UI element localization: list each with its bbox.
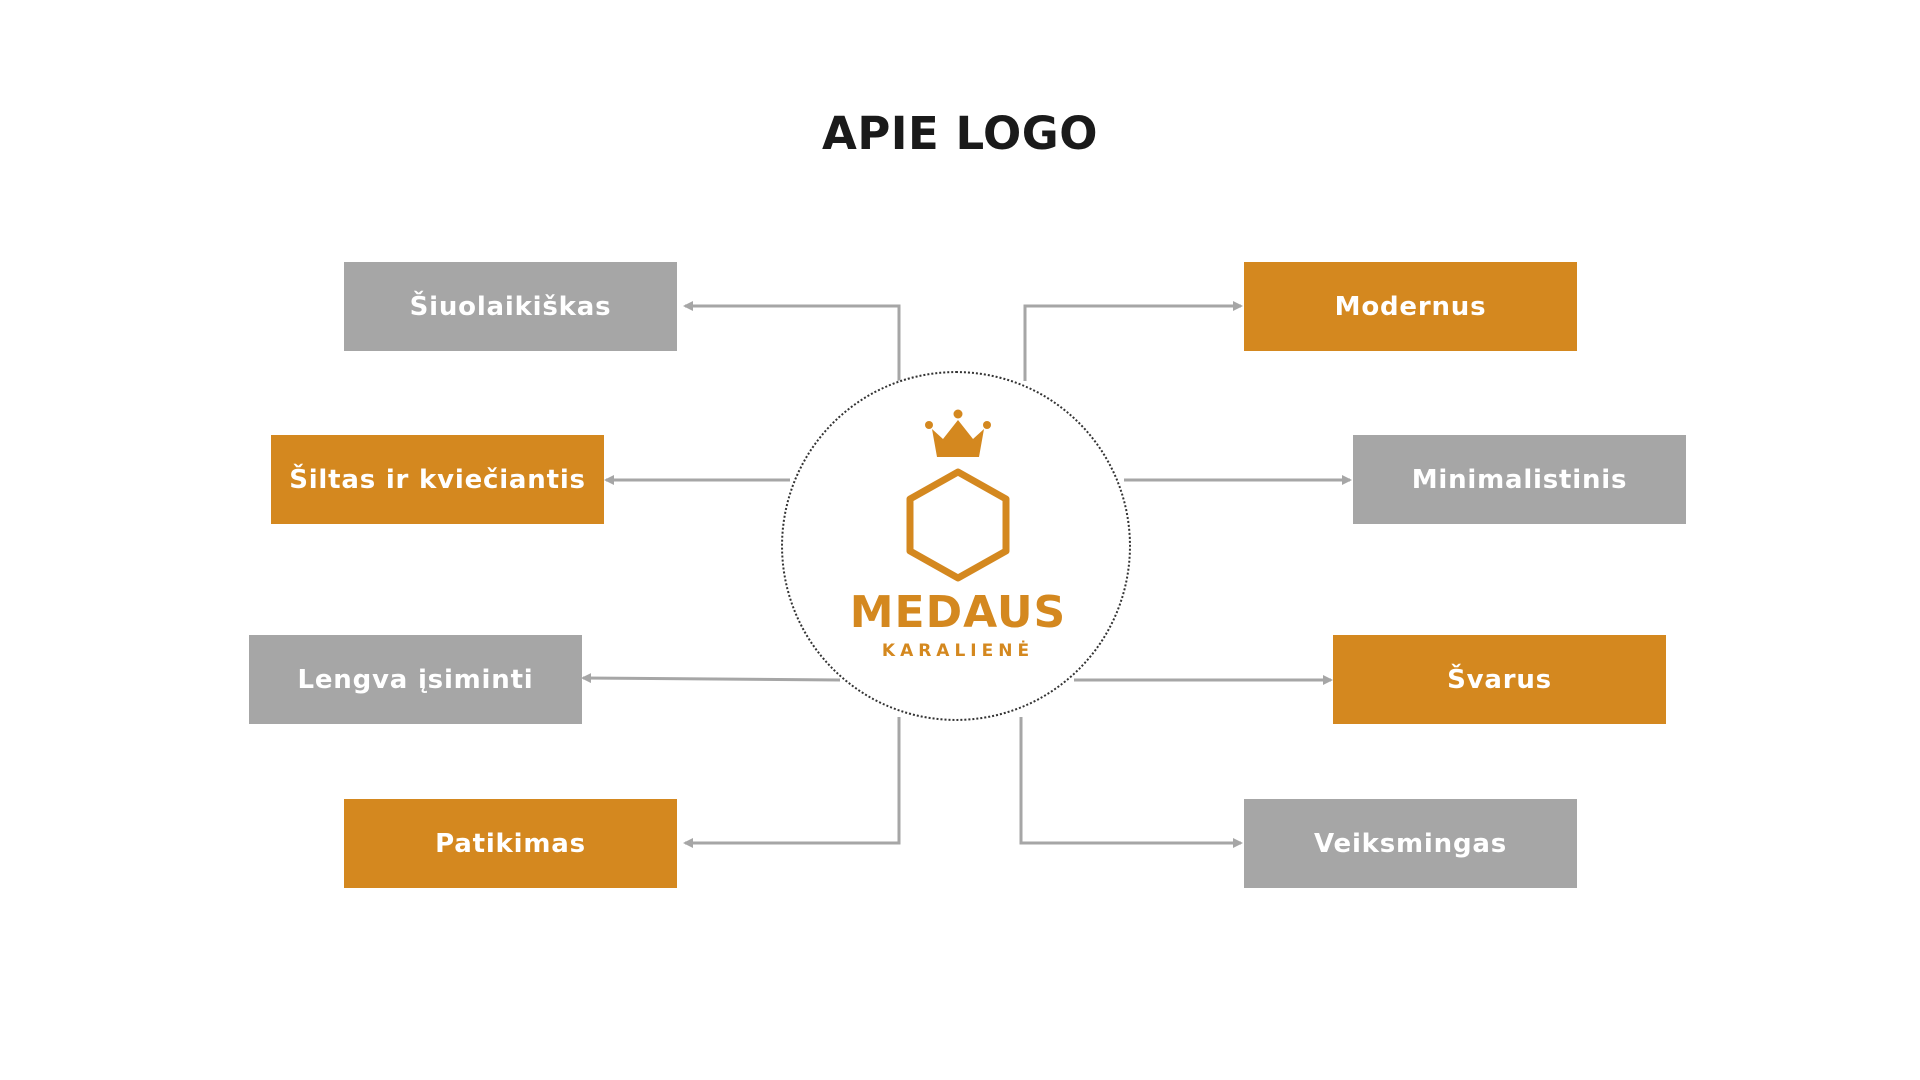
connector-veiksmingas [1019,717,1243,848]
node-minimalistinis: Minimalistinis [1353,435,1686,524]
node-svarus: Švarus [1333,635,1666,724]
connector-modernus [1023,301,1243,381]
node-modernus: Modernus [1244,262,1577,351]
node-patikimas: Patikimas [344,799,677,888]
node-siltas-ir-kvieciantis: Šiltas ir kviečiantis [271,435,604,524]
node-veiksmingas: Veiksmingas [1244,799,1577,888]
connector-patikimas [683,717,901,848]
logo-subtitle: KARALIENĖ [881,641,1035,661]
logo-hub: MEDAUS KARALIENĖ [781,371,1131,721]
page-title: APIE LOGO [822,107,1098,160]
connector-lengva [581,673,841,684]
node-lengva-isiminti: Lengva įsiminti [249,635,582,724]
crown-hexagon-logo-icon [906,409,1010,582]
logo-name: MEDAUS [849,587,1067,638]
connector-siuolaikiskas [683,301,901,381]
node-siuolaikiskas: Šiuolaikiškas [344,262,677,351]
